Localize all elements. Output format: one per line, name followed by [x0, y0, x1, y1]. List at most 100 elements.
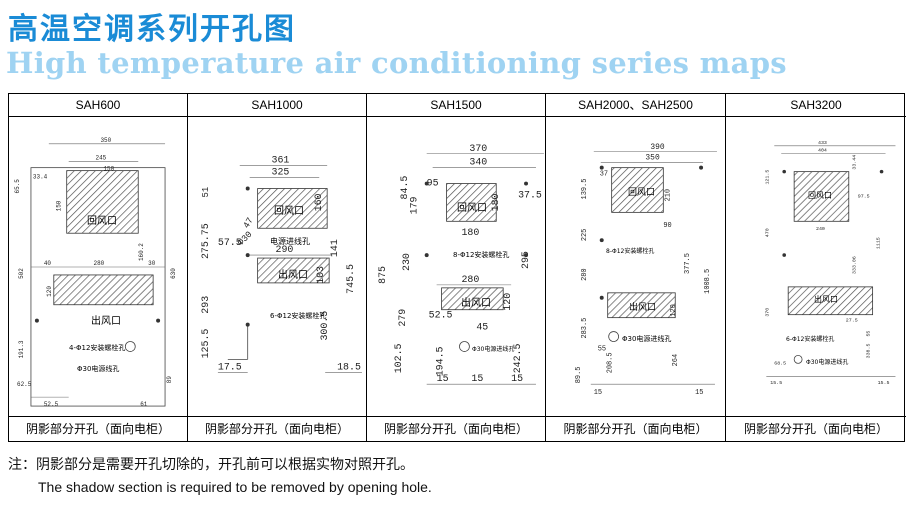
- dim-label: 90: [663, 222, 671, 230]
- cutout-diagram: 390 350 139.5 37 270 225 210 90 377.5 10…: [546, 116, 725, 417]
- dim-label: 103: [315, 266, 326, 284]
- dim-label: 210: [664, 189, 672, 202]
- dim-label: 68.5: [774, 360, 786, 366]
- cutout-diagram: 361 325 51 47 Φ30 160 275.75 57.5 290 14…: [188, 116, 366, 417]
- panel-sah1000: SAH1000 361 325 51 47 Φ30 160 275.75 57.…: [188, 94, 367, 441]
- dim-label: 290: [276, 244, 294, 255]
- dim-label: 875: [377, 266, 388, 284]
- cutout-diagram: 370 340 84.5 95 37.5 179 180 180 875 230…: [367, 116, 545, 417]
- dim-label: 150: [103, 166, 114, 173]
- return-air-label: 回风口: [457, 203, 487, 214]
- panel-footer: 阴影部分开孔（面向电柜）: [546, 416, 725, 441]
- dim-label: 102.5: [393, 343, 404, 373]
- bolt-holes-label: 6-Φ12安装螺栓孔: [786, 336, 835, 343]
- dim-label: 502: [18, 268, 25, 279]
- supply-air-label: 出风口: [91, 316, 121, 327]
- supply-air-cutout: [607, 292, 676, 319]
- dim-label: 245: [96, 155, 107, 162]
- dim-label: 180: [490, 193, 501, 211]
- dim-label: 33.44: [852, 155, 858, 170]
- dim-label: 180: [461, 227, 479, 238]
- dim-label: 27.5: [846, 318, 858, 324]
- dim-label: 40: [44, 260, 52, 267]
- supply-air-cutout: [257, 257, 330, 284]
- dim-label: 433: [818, 140, 827, 146]
- dim-label: 30: [148, 260, 156, 267]
- panel-footer: 阴影部分开孔（面向电柜）: [726, 416, 906, 441]
- dim-label: 17.5: [218, 361, 242, 372]
- dim-label: 89: [166, 376, 173, 384]
- panel-header: SAH600: [9, 94, 187, 117]
- return-air-cutout: [793, 171, 850, 222]
- panel-header: SAH1000: [188, 94, 366, 117]
- dim-label: 208.5: [607, 352, 615, 373]
- cable-hole-label: Φ30电源线孔: [77, 365, 120, 373]
- bolt-holes-label: 8-Φ12安装螺栓孔: [453, 251, 510, 259]
- dim-label: 37: [600, 171, 608, 179]
- dim-label: 51: [201, 187, 211, 198]
- dim-label: 65.5: [14, 179, 21, 194]
- dim-label: 350: [100, 137, 111, 144]
- dim-label: 120: [46, 286, 53, 297]
- dim-label: 179: [409, 196, 420, 214]
- dim-label: 15: [471, 373, 483, 384]
- dim-label: 370: [764, 308, 770, 317]
- dim-label: 150: [56, 200, 63, 211]
- dim-label: 300.5: [319, 311, 330, 341]
- dim-label: 338.5: [866, 343, 872, 358]
- dim-label: 283.5: [581, 318, 589, 339]
- dim-label: 55: [866, 331, 872, 337]
- supply-air-cutout: [787, 286, 874, 316]
- dim-label: 295: [520, 251, 531, 269]
- dim-label: 57.5: [218, 237, 242, 248]
- cutout-diagram: 350 245 33.4 150 65.5 150 160.2 502 630 …: [9, 116, 187, 417]
- dim-label: 191.3: [18, 340, 25, 358]
- dim-label: 45: [476, 322, 488, 333]
- supply-air-cutout: [441, 287, 504, 311]
- dim-label: 125.5: [200, 329, 211, 359]
- dim-label: 160: [313, 193, 324, 211]
- supply-air-label: 出风口: [461, 298, 491, 309]
- bolt-holes-label: 4-Φ12安装螺栓孔: [69, 344, 126, 352]
- panel-sah3200: SAH3200 433 404 33.44 121.5 97.5 240 470…: [726, 94, 906, 441]
- dim-label: 377.5: [684, 253, 692, 274]
- supply-air-cutout: [53, 274, 154, 306]
- dim-label: 52.5: [429, 310, 453, 321]
- page-title: 高温空调系列开孔图: [8, 12, 296, 47]
- panel-footer: 阴影部分开孔（面向电柜）: [188, 416, 366, 441]
- dim-label: 120: [502, 293, 513, 311]
- bolt-holes-label: 6-Φ12安装螺栓孔: [270, 312, 327, 320]
- dim-label: 230: [401, 253, 412, 271]
- dim-label: 1115: [876, 237, 882, 249]
- panel-header: SAH3200: [726, 94, 906, 117]
- dim-label: 141: [329, 239, 340, 257]
- dim-label: 47: [242, 216, 256, 230]
- dim-label: 61: [140, 401, 148, 408]
- dim-label: 15: [437, 373, 449, 384]
- dim-label: 15: [594, 389, 602, 397]
- note-english: The shadow section is required to be rem…: [38, 479, 432, 495]
- cable-hole-label: Φ30电源进线孔: [622, 335, 672, 343]
- dim-label: 630: [170, 268, 177, 279]
- panel-footer: 阴影部分开孔（面向电柜）: [9, 416, 187, 441]
- return-air-label: 回风口: [87, 216, 117, 227]
- panel-footer: 阴影部分开孔（面向电柜）: [367, 416, 545, 441]
- dim-label: 279: [397, 309, 408, 327]
- dim-label: 280: [94, 260, 105, 267]
- panel-sah600: SAH600 350 245 33.4 150 65.5 150 160.2 5…: [9, 94, 188, 441]
- dim-label: 84.5: [399, 176, 410, 200]
- dim-label: 225: [581, 229, 589, 242]
- dim-label: 390: [650, 143, 665, 152]
- dim-label: 97.5: [858, 193, 870, 199]
- return-air-cutout: [611, 167, 664, 213]
- dim-label: 55: [598, 345, 606, 353]
- dim-label: 745.5: [345, 264, 356, 294]
- dim-label: 15.5: [770, 380, 782, 386]
- note-chinese: 注：阴影部分是需要开孔切除的，开孔前可以根据实物对照开孔。: [8, 457, 414, 473]
- return-air-label: 回风口: [808, 191, 832, 200]
- dim-label: 293: [200, 296, 211, 314]
- dim-label: 361: [272, 155, 290, 166]
- drawing-grid: SAH600 350 245 33.4 150 65.5 150 160.2 5…: [8, 93, 906, 442]
- dim-label: 52.5: [44, 401, 59, 408]
- return-air-label: 回风口: [274, 206, 304, 217]
